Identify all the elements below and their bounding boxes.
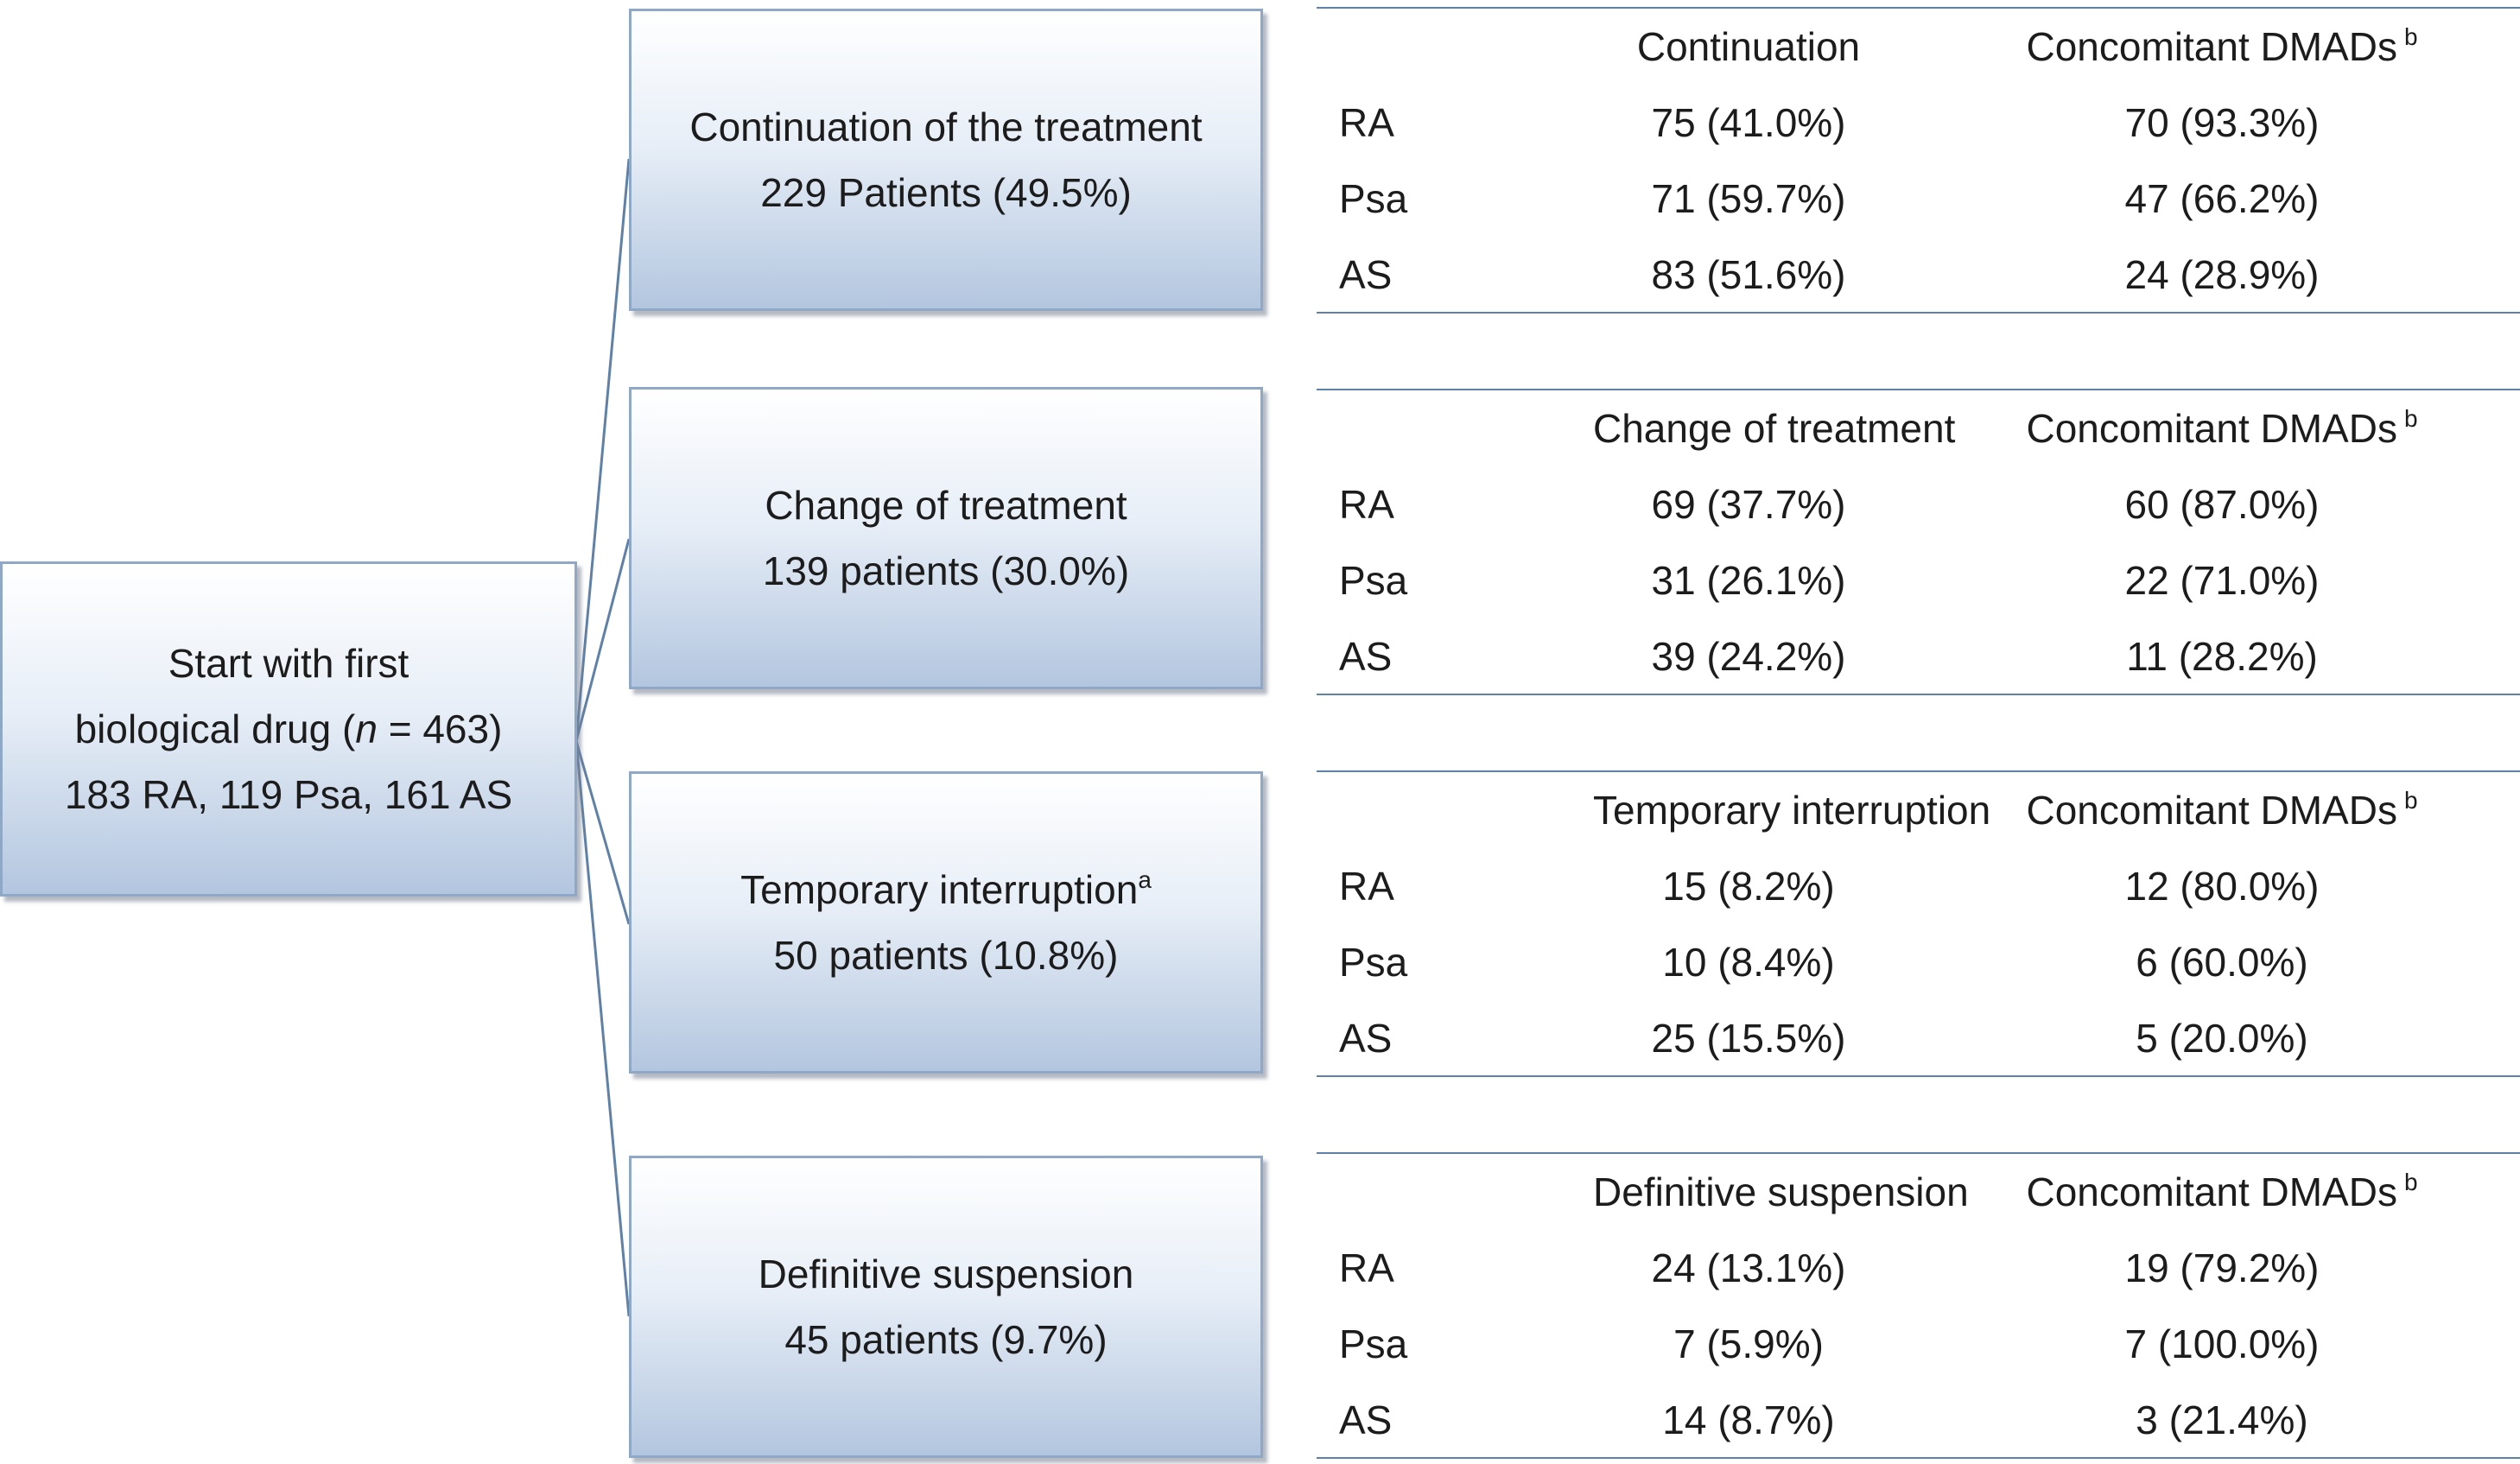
branch-patients: 45 patients (9.7%) <box>784 1317 1108 1362</box>
cell-value: 25 (15.5%) <box>1651 1016 1846 1061</box>
row-label: AS <box>1339 634 1393 679</box>
cell-value: 7 (5.9%) <box>1673 1321 1824 1366</box>
row-label: Psa <box>1339 176 1408 221</box>
cell-value: 6 (60.0%) <box>2136 940 2308 985</box>
cell-value: 83 (51.6%) <box>1651 252 1846 297</box>
row-label: AS <box>1339 252 1393 297</box>
row-label: RA <box>1339 100 1394 145</box>
table-header-outcome: Change of treatment <box>1593 406 1956 451</box>
table-header-outcome: Continuation <box>1636 24 1861 69</box>
connector-line-1 <box>574 158 631 742</box>
branch-patients: 50 patients (10.8%) <box>773 933 1119 978</box>
cell-value: 31 (26.1%) <box>1651 558 1846 603</box>
footnote-marker: a <box>1138 866 1152 893</box>
cell-value: 24 (28.9%) <box>2124 252 2320 297</box>
cell-value: 71 (59.7%) <box>1651 176 1846 221</box>
row-label: RA <box>1339 864 1394 909</box>
cell-value: 11 (28.2%) <box>2126 634 2318 679</box>
row-label: AS <box>1339 1016 1393 1061</box>
branch-box-suspension: Definitive suspension 45 patients (9.7%) <box>629 1156 1263 1458</box>
cell-value: 3 (21.4%) <box>2136 1397 2308 1442</box>
branch-title: Temporary interruptiona <box>740 866 1152 912</box>
cell-value: 14 (8.7%) <box>1662 1397 1835 1442</box>
branch-title: Definitive suspension <box>758 1252 1134 1296</box>
branch-patients: 229 Patients (49.5%) <box>760 170 1132 215</box>
branch-title: Continuation of the treatment <box>689 105 1203 149</box>
cell-value: 60 (87.0%) <box>2124 482 2320 527</box>
row-label: Psa <box>1339 940 1408 985</box>
cell-value: 47 (66.2%) <box>2124 176 2320 221</box>
branch-box-change: Change of treatment 139 patients (30.0%) <box>629 387 1263 689</box>
table-interruption: Temporary interruption Concomitant DMADs… <box>1317 770 2520 1077</box>
cell-value: 7 (100.0%) <box>2124 1321 2320 1366</box>
connector-line-3 <box>574 740 631 925</box>
row-label: RA <box>1339 1245 1394 1290</box>
branch-patients: 139 patients (30.0%) <box>762 548 1130 593</box>
row-label: RA <box>1339 482 1394 527</box>
branch-box-continuation: Continuation of the treatment 229 Patien… <box>629 9 1263 311</box>
table-header-outcome: Definitive suspension <box>1593 1169 1969 1214</box>
cell-value: 19 (79.2%) <box>2124 1245 2320 1290</box>
cell-value: 22 (71.0%) <box>2124 558 2320 603</box>
start-box: Start with first biological drug (n = 46… <box>0 561 577 897</box>
row-label: AS <box>1339 1397 1393 1442</box>
start-line-2: biological drug (n = 463) <box>74 707 503 751</box>
cell-value: 39 (24.2%) <box>1651 634 1846 679</box>
cell-value: 24 (13.1%) <box>1651 1245 1846 1290</box>
table-header-outcome: Temporary interruption <box>1593 788 1991 833</box>
branch-box-interruption: Temporary interruptiona 50 patients (10.… <box>629 771 1263 1074</box>
connector-line-4 <box>574 740 631 1317</box>
row-label: Psa <box>1339 1321 1408 1366</box>
cell-value: 69 (37.7%) <box>1651 482 1846 527</box>
start-line-1: Start with first <box>168 641 409 686</box>
start-line-3: 183 RA, 119 Psa, 161 AS <box>64 772 513 817</box>
cell-value: 10 (8.4%) <box>1662 940 1835 985</box>
connector-line-2 <box>574 538 631 742</box>
row-label: Psa <box>1339 558 1408 603</box>
cell-value: 15 (8.2%) <box>1662 864 1835 909</box>
cell-value: 12 (80.0%) <box>2124 864 2320 909</box>
cell-value: 75 (41.0%) <box>1651 100 1846 145</box>
branch-title: Change of treatment <box>765 483 1127 528</box>
cell-value: 70 (93.3%) <box>2124 100 2320 145</box>
cell-value: 5 (20.0%) <box>2136 1016 2308 1061</box>
